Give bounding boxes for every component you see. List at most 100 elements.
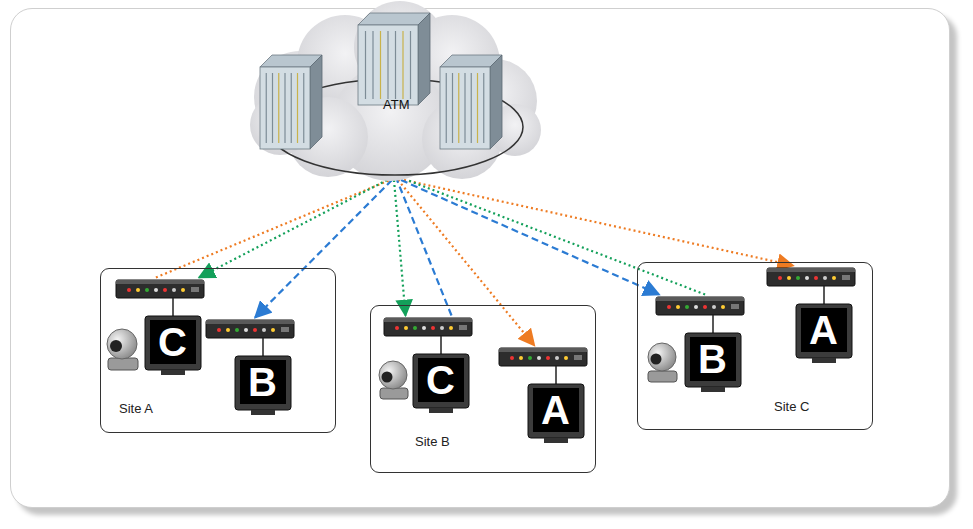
monitor-stand — [161, 370, 185, 375]
monitor-letter: C — [150, 320, 196, 364]
video-stream-line — [394, 180, 406, 316]
rack-side — [490, 55, 502, 149]
codec-jack — [127, 288, 131, 292]
rack-card — [284, 73, 285, 143]
codec-top — [116, 280, 204, 284]
rack-card — [471, 73, 472, 143]
atm-switches — [260, 13, 502, 149]
codec-jack — [413, 326, 417, 330]
codec-port — [281, 327, 289, 332]
codec-jack — [404, 326, 408, 330]
codec-jack — [685, 305, 689, 309]
codec-jack — [796, 276, 800, 280]
codec-port — [731, 304, 739, 309]
video-stream-line — [156, 180, 390, 278]
rack-card — [402, 31, 403, 99]
monitor-unit: A — [498, 346, 590, 446]
rack-side — [310, 55, 322, 149]
site-box: Site C B A — [637, 262, 873, 430]
camera-icon — [379, 361, 408, 399]
monitor-unit: B — [205, 318, 297, 418]
codec-jack — [667, 305, 671, 309]
site-label: Site C — [774, 399, 809, 414]
monitor-screen — [418, 358, 464, 402]
codec-top — [206, 320, 294, 324]
rack-card — [303, 73, 304, 143]
codec-top — [384, 318, 472, 322]
codec-jack — [136, 288, 140, 292]
codec-jack — [163, 288, 167, 292]
site-label: Site B — [415, 434, 450, 449]
codec-top — [656, 297, 744, 301]
site-box: Site A CB — [100, 268, 336, 433]
video-cable — [712, 315, 714, 333]
codec-jack — [805, 276, 809, 280]
rack-card — [483, 73, 484, 143]
codec-jack — [154, 288, 158, 292]
codec-box — [206, 320, 294, 338]
codec-box — [384, 318, 472, 336]
video-stream-line — [407, 180, 705, 295]
monitor-unit: B — [655, 295, 747, 395]
codec-box — [767, 268, 855, 286]
codec-jack — [528, 356, 532, 360]
monitor-bezel — [528, 384, 584, 438]
rack-card — [266, 73, 267, 143]
codec-jack — [676, 305, 680, 309]
codec-jack — [564, 356, 568, 360]
rack-card — [365, 31, 366, 99]
codec-box — [116, 280, 204, 298]
rack-card — [291, 73, 292, 143]
codec-jack — [422, 326, 426, 330]
codec-port — [459, 325, 467, 330]
rack-card — [272, 73, 273, 143]
monitor-bezel — [145, 316, 201, 370]
codec-box — [499, 348, 587, 366]
monitor-bezel — [413, 354, 469, 408]
monitor-letter: B — [690, 337, 736, 381]
monitor-unit: A — [766, 266, 858, 366]
monitor-screen — [150, 320, 196, 364]
monitor-stand — [701, 387, 725, 392]
monitor-letter: C — [418, 358, 464, 402]
camera-icon — [107, 329, 138, 370]
video-cable — [172, 298, 174, 316]
codec-jack — [449, 326, 453, 330]
video-stream-line — [255, 180, 392, 318]
rack-card — [464, 73, 465, 143]
rack-card — [297, 73, 298, 143]
codec-port — [842, 275, 850, 280]
rack-card — [477, 73, 478, 143]
video-cable — [440, 336, 442, 354]
codec-jack — [262, 328, 266, 332]
rack-card — [278, 73, 279, 143]
video-cable — [823, 286, 825, 304]
codec-jack — [510, 356, 514, 360]
codec-top — [767, 268, 855, 272]
site-label: Site A — [119, 401, 153, 416]
rack-front — [260, 67, 310, 149]
codec-jack — [235, 328, 239, 332]
rack-card — [458, 73, 459, 143]
rack-card — [410, 31, 411, 99]
monitor-unit: C — [383, 316, 475, 416]
codec-jack — [721, 305, 725, 309]
codec-jack — [703, 305, 707, 309]
monitor-unit: C — [115, 278, 207, 378]
rack-card — [446, 73, 447, 143]
rack-front — [440, 67, 490, 149]
codec-jack — [555, 356, 559, 360]
video-cable — [262, 338, 264, 356]
codec-top — [499, 348, 587, 352]
monitor-bezel — [235, 356, 291, 410]
codec-port — [574, 355, 582, 360]
camera-icon — [648, 343, 677, 382]
codec-jack — [217, 328, 221, 332]
rack-card — [395, 31, 396, 99]
monitor-letter: A — [801, 308, 847, 352]
codec-jack — [395, 326, 399, 330]
rack-card — [372, 31, 373, 99]
rack-card — [387, 31, 388, 99]
codec-jack — [253, 328, 257, 332]
